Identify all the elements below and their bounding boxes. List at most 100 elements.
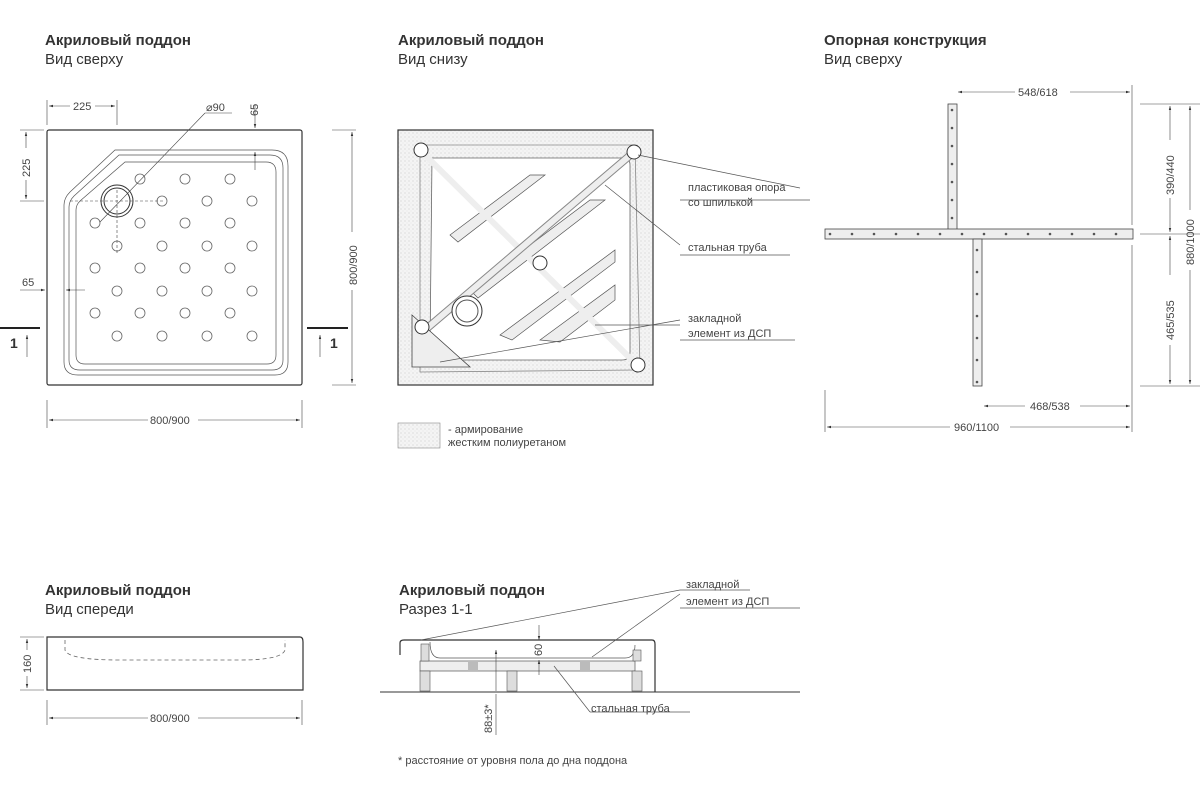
section-view: Акриловый поддон Разрез 1-1 закладной эл…	[380, 579, 800, 767]
dim-front-width: 800/900	[150, 713, 190, 725]
bottom-view-subtitle: Вид снизу	[398, 51, 468, 68]
label-chipboard: элемент из ДСП	[688, 328, 771, 340]
legend-swatch	[397, 422, 441, 449]
footnote: * расстояние от уровня пола до дна поддо…	[398, 755, 628, 767]
anti-slip-dot	[134, 217, 146, 229]
dim-frame-bottom-full: 960/1100	[954, 422, 999, 434]
dim-frame-top: 548/618	[1018, 87, 1058, 99]
frame-hole	[950, 108, 954, 112]
dim-height: 800/900	[348, 245, 360, 285]
section-label-pipe: стальная труба	[591, 703, 671, 715]
anti-slip-dot	[201, 195, 213, 207]
label-plastic-support: пластиковая опора	[688, 182, 786, 194]
label-insert: закладной	[688, 313, 741, 325]
frame-hole	[1092, 232, 1096, 236]
anti-slip-dot	[156, 330, 168, 342]
frame-hole	[982, 232, 986, 236]
frame-hole	[1070, 232, 1074, 236]
frame-hole	[850, 232, 854, 236]
dim-front-height: 160	[22, 655, 34, 673]
frame-hole	[950, 162, 954, 166]
top-view-subtitle: Вид сверху	[45, 51, 124, 68]
dim-width: 800/900	[150, 415, 190, 427]
anti-slip-dot	[224, 262, 236, 274]
anti-slip-dot	[246, 330, 258, 342]
anti-slip-dot	[111, 330, 123, 342]
frame-hole	[894, 232, 898, 236]
frame-hole	[950, 180, 954, 184]
anti-slip-dot	[224, 307, 236, 319]
anti-slip-dot	[179, 307, 191, 319]
bottom-view: Акриловый поддон Вид снизу пластиковая о…	[397, 32, 810, 449]
dim-225-vertical: 225	[21, 159, 33, 177]
front-view-title: Акриловый поддон	[45, 582, 191, 599]
section-label-chipboard: элемент из ДСП	[686, 596, 769, 608]
dim-floor-distance: 88±3*	[483, 704, 495, 733]
anti-slip-dot	[111, 285, 123, 297]
frame-hole	[1048, 232, 1052, 236]
frame-hole	[1004, 232, 1008, 236]
section-mark-right: 1	[330, 335, 338, 351]
frame-hole	[1114, 232, 1118, 236]
anti-slip-dot	[224, 173, 236, 185]
anti-slip-dot	[179, 217, 191, 229]
anti-slip-dot	[201, 330, 213, 342]
bottom-view-title: Акриловый поддон	[398, 32, 544, 49]
anti-slip-dot	[246, 240, 258, 252]
section-subtitle: Разрез 1-1	[399, 601, 473, 618]
anti-slip-dot	[156, 285, 168, 297]
anti-slip-dot	[89, 307, 101, 319]
anti-slip-dot	[156, 240, 168, 252]
anti-slip-dot	[179, 262, 191, 274]
anti-slip-dots	[89, 173, 258, 342]
frame-hole	[975, 314, 979, 318]
anti-slip-dot	[224, 217, 236, 229]
frame-hole	[828, 232, 832, 236]
anti-slip-dot	[201, 285, 213, 297]
dim-65-top: 65	[249, 104, 261, 116]
anti-slip-dot	[246, 195, 258, 207]
drain-diameter-label: ⌀90	[206, 102, 225, 114]
dim-frame-right-full: 880/1000	[1185, 219, 1197, 265]
section-label-insert: закладной	[686, 579, 739, 591]
frame-title: Опорная конструкция	[824, 32, 987, 49]
front-view: Акриловый поддон Вид спереди 160 800/900	[20, 582, 304, 725]
top-view-title: Акриловый поддон	[45, 32, 191, 49]
label-with-stud: со шпилькой	[688, 197, 753, 209]
anti-slip-dot	[201, 240, 213, 252]
legend-line-1: - армирование	[448, 424, 523, 436]
dim-frame-right-top: 390/440	[1165, 155, 1177, 195]
frame-hole	[950, 198, 954, 202]
frame-hole	[950, 216, 954, 220]
frame-hole	[975, 380, 979, 384]
frame-hole	[975, 336, 979, 340]
section-title: Акриловый поддон	[399, 582, 545, 599]
frame-subtitle: Вид сверху	[824, 51, 903, 68]
dim-frame-bottom-part: 468/538	[1030, 401, 1070, 413]
frame-hole	[975, 248, 979, 252]
anti-slip-dot	[134, 307, 146, 319]
frame-hole	[950, 126, 954, 130]
top-view: Акриловый поддон Вид сверху ⌀90 225 225 …	[0, 32, 360, 428]
frame-hole	[938, 232, 942, 236]
dim-225-horizontal: 225	[73, 101, 91, 113]
section-mark-left: 1	[10, 335, 18, 351]
frame-hole	[916, 232, 920, 236]
frame-hole	[975, 358, 979, 362]
dim-frame-right-bottom: 465/535	[1165, 300, 1177, 340]
front-view-subtitle: Вид спереди	[45, 601, 134, 618]
anti-slip-dot	[246, 285, 258, 297]
label-steel-pipe: стальная труба	[688, 242, 768, 254]
anti-slip-dot	[89, 217, 101, 229]
dim-depth: 60	[533, 644, 545, 656]
dim-65-left: 65	[22, 277, 34, 289]
frame-hole	[960, 232, 964, 236]
frame-hole	[950, 144, 954, 148]
frame-hole	[1026, 232, 1030, 236]
anti-slip-dot	[179, 173, 191, 185]
anti-slip-dot	[89, 262, 101, 274]
legend-line-2: жестким полиуретаном	[448, 437, 566, 449]
frame-hole	[872, 232, 876, 236]
anti-slip-dot	[134, 173, 146, 185]
